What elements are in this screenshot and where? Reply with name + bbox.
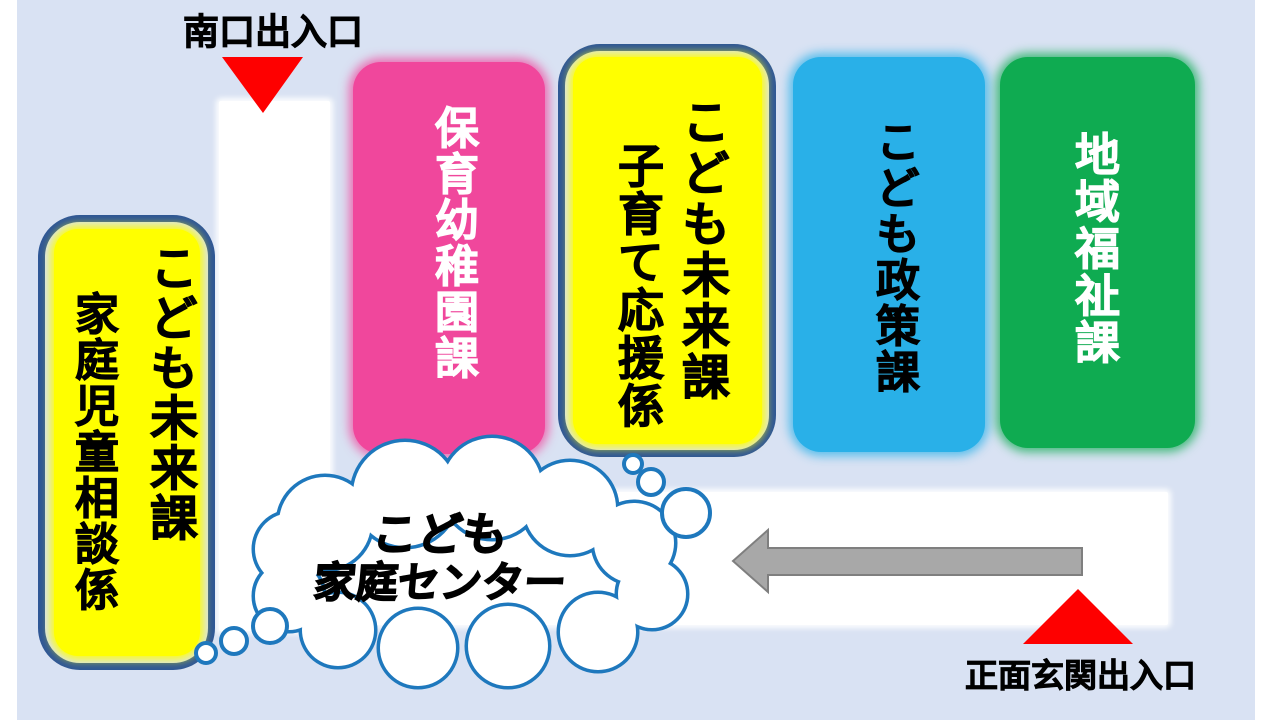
room-kodomo-mirai-kosodate-label-2: 子育て応援係 — [612, 142, 665, 431]
cloud-label-line2: 家庭センター — [311, 558, 569, 607]
main-entrance-label: 正面玄関出入口 — [965, 657, 1197, 694]
room-kodomo-mirai-katei-label-2: 家庭児童相談係 — [68, 291, 118, 614]
room-kodomo-mirai-kosodate-label-1: こども未来課 — [674, 97, 728, 404]
corridor-direction-arrow-icon — [731, 527, 1083, 595]
room-chiiki-fukushi — [1000, 57, 1195, 448]
room-kodomo-mirai-kosodate-border — [558, 44, 776, 457]
south-entrance-arrow-icon — [222, 57, 303, 113]
cloud-trail-left-bubbles — [194, 607, 289, 665]
room-kodomo-mirai-kosodate — [573, 57, 762, 444]
main-entrance-arrow-icon — [1023, 589, 1133, 644]
room-kodomo-mirai-katei — [54, 229, 200, 656]
room-kodomo-mirai-katei-label-1: こども未来課 — [142, 243, 196, 544]
room-hoiku-yochien — [353, 62, 545, 454]
south-entrance-label: 南口出入口 — [183, 11, 364, 52]
room-hoiku-yochien-label: 保育幼稚園課 — [428, 105, 478, 382]
room-kodomo-seisaku-label: こども政策課 — [869, 119, 919, 396]
room-kodomo-seisaku — [793, 57, 985, 452]
room-chiiki-fukushi-label: 地域福祉課 — [1068, 131, 1120, 367]
cloud-fill — [255, 438, 686, 686]
cloud-label-line1: こども — [369, 508, 510, 561]
room-kodomo-mirai-katei-border — [38, 215, 215, 670]
cloud-trail-right-bubbles — [622, 453, 712, 539]
